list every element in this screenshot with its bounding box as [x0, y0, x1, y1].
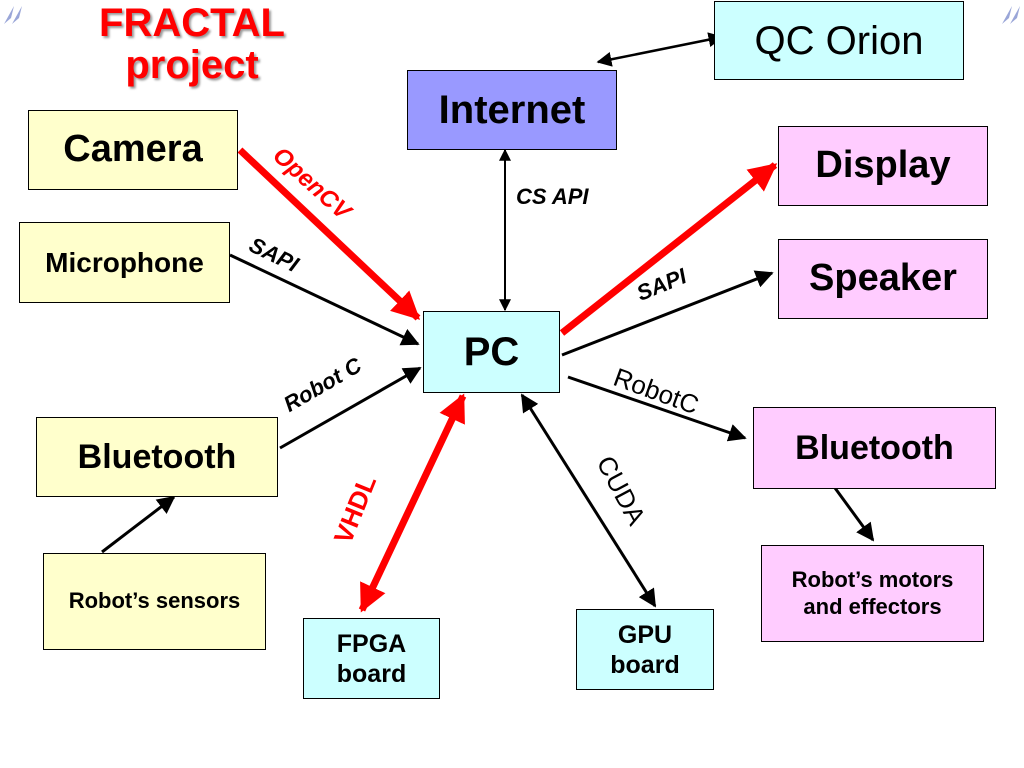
- node-qc-orion: QC Orion: [714, 1, 964, 80]
- node-microphone: Microphone: [19, 222, 230, 303]
- arrow-pc-speaker: [561, 270, 774, 357]
- node-pc-label: PC: [463, 330, 520, 374]
- node-fpga-board: FPGA board: [303, 618, 440, 699]
- node-fpga-board-label: FPGA board: [336, 629, 407, 688]
- node-camera: Camera: [28, 110, 238, 190]
- node-internet: Internet: [407, 70, 617, 150]
- node-bluetooth-right: Bluetooth: [753, 407, 996, 489]
- node-speaker: Speaker: [778, 239, 988, 319]
- arrow-bluetooth-motors: [833, 487, 875, 542]
- arrow-microphone-pc: [229, 253, 420, 346]
- arrow-pc-gpu: [520, 393, 657, 608]
- node-camera-label: Camera: [63, 128, 203, 171]
- corner-mark-left: [4, 6, 22, 24]
- diagram-title: FRACTAL project: [62, 2, 322, 86]
- node-display: Display: [778, 126, 988, 206]
- node-speaker-label: Speaker: [809, 257, 957, 300]
- node-internet-label: Internet: [438, 88, 586, 132]
- arrow-camera-pc: [237, 147, 421, 321]
- node-display-label: Display: [815, 144, 951, 187]
- node-robot-sensors-label: Robot’s sensors: [68, 588, 241, 614]
- title-line-2: project: [125, 43, 259, 87]
- label-cs-api: CS API: [516, 184, 589, 209]
- node-bluetooth-left-label: Bluetooth: [77, 437, 237, 476]
- node-pc: PC: [423, 311, 560, 393]
- node-qc-orion-label: QC Orion: [754, 18, 924, 63]
- title-line-1: FRACTAL: [99, 1, 285, 45]
- node-robot-sensors: Robot’s sensors: [43, 553, 266, 650]
- arrow-pc-fpga: [358, 393, 467, 613]
- node-microphone-label: Microphone: [45, 246, 204, 278]
- arrow-pc-display: [559, 162, 778, 336]
- node-bluetooth-right-label: Bluetooth: [795, 428, 954, 467]
- node-bluetooth-left: Bluetooth: [36, 417, 278, 497]
- corner-mark-right: [1002, 6, 1020, 24]
- node-gpu-board: GPU board: [576, 609, 714, 690]
- node-gpu-board-label: GPU board: [610, 620, 680, 679]
- node-robot-motors-label: Robot’s motors and effectors: [791, 567, 954, 619]
- arrow-sensors-bluetooth: [101, 495, 176, 554]
- arrow-internet-qc-orion: [596, 32, 724, 67]
- arrow-bluetooth-pc: [279, 366, 422, 450]
- arrow-pc-bluetooth: [567, 375, 747, 442]
- node-robot-motors: Robot’s motors and effectors: [761, 545, 984, 642]
